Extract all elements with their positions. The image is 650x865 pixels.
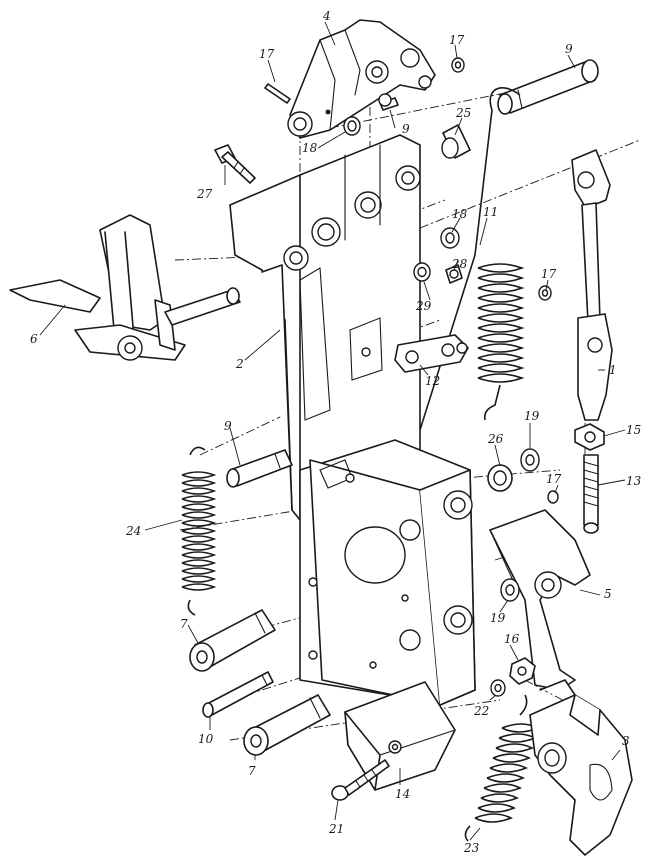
label-part-24: 24 — [125, 524, 141, 538]
label-part-16: 16 — [504, 632, 520, 646]
top-washers — [343, 57, 552, 301]
bolt-27 — [214, 144, 256, 184]
label-part-2: 2 — [235, 357, 244, 371]
label-part-18-mid: 18 — [452, 207, 468, 221]
label-part-1: 1 — [609, 363, 617, 377]
split-pin — [264, 83, 291, 104]
top-bracket — [287, 19, 436, 139]
label-part-23: 23 — [463, 841, 480, 855]
label-part-25: 25 — [455, 106, 471, 120]
label-part-6: 6 — [30, 332, 38, 346]
label-part-28: 28 — [451, 257, 468, 271]
label-part-11: 11 — [483, 205, 498, 219]
label-part-9-left: 9 — [224, 419, 232, 433]
label-part-19-low: 19 — [490, 611, 506, 625]
label-part-18-top: 18 — [302, 141, 318, 155]
part-labels: 4 17 17 9 9 18 25 27 11 18 28 29 17 6 2 … — [30, 9, 642, 855]
pin-10 — [202, 671, 274, 718]
label-part-10: 10 — [198, 732, 214, 746]
hand-lever — [9, 214, 241, 361]
label-part-21: 21 — [328, 822, 344, 836]
label-part-5: 5 — [604, 587, 612, 601]
label-part-19-top: 19 — [524, 409, 540, 423]
label-part-15: 15 — [626, 423, 641, 437]
pawl-cam — [529, 679, 633, 856]
left-spring — [181, 446, 217, 616]
label-part-26: 26 — [487, 432, 504, 446]
label-part-14: 14 — [395, 787, 410, 801]
adjusting-bolt — [574, 423, 605, 534]
label-part-13: 13 — [626, 474, 642, 488]
release-lever — [489, 509, 591, 691]
top-pivot-pin — [497, 59, 599, 115]
pivot-pins-9 — [226, 449, 293, 488]
label-part-9-top: 9 — [402, 122, 410, 136]
label-part-20: 17 — [259, 47, 275, 61]
label-part-7-low: 7 — [248, 764, 256, 778]
base-plate-assembly — [299, 439, 476, 706]
label-part-17-low: 17 — [546, 472, 562, 486]
label-part-8: 9 — [565, 42, 573, 56]
adjusting-rod — [571, 149, 613, 421]
screw-21 — [331, 759, 390, 801]
lower-washers — [487, 448, 559, 697]
label-part-12: 12 — [425, 374, 440, 388]
label-part-22: 22 — [473, 704, 489, 718]
label-part-4: 4 — [322, 9, 331, 23]
label-part-7-top: 7 — [180, 617, 188, 631]
label-part-29: 29 — [415, 299, 432, 313]
long-spring — [419, 86, 525, 431]
link-plate — [394, 334, 469, 373]
label-part-17-top: 17 — [449, 33, 465, 47]
bushings-7 — [189, 609, 331, 756]
leader-lines — [39, 21, 626, 841]
label-part-17-mid: 17 — [541, 267, 557, 281]
label-part-3: 3 — [622, 734, 630, 748]
label-part-27: 27 — [196, 187, 213, 201]
